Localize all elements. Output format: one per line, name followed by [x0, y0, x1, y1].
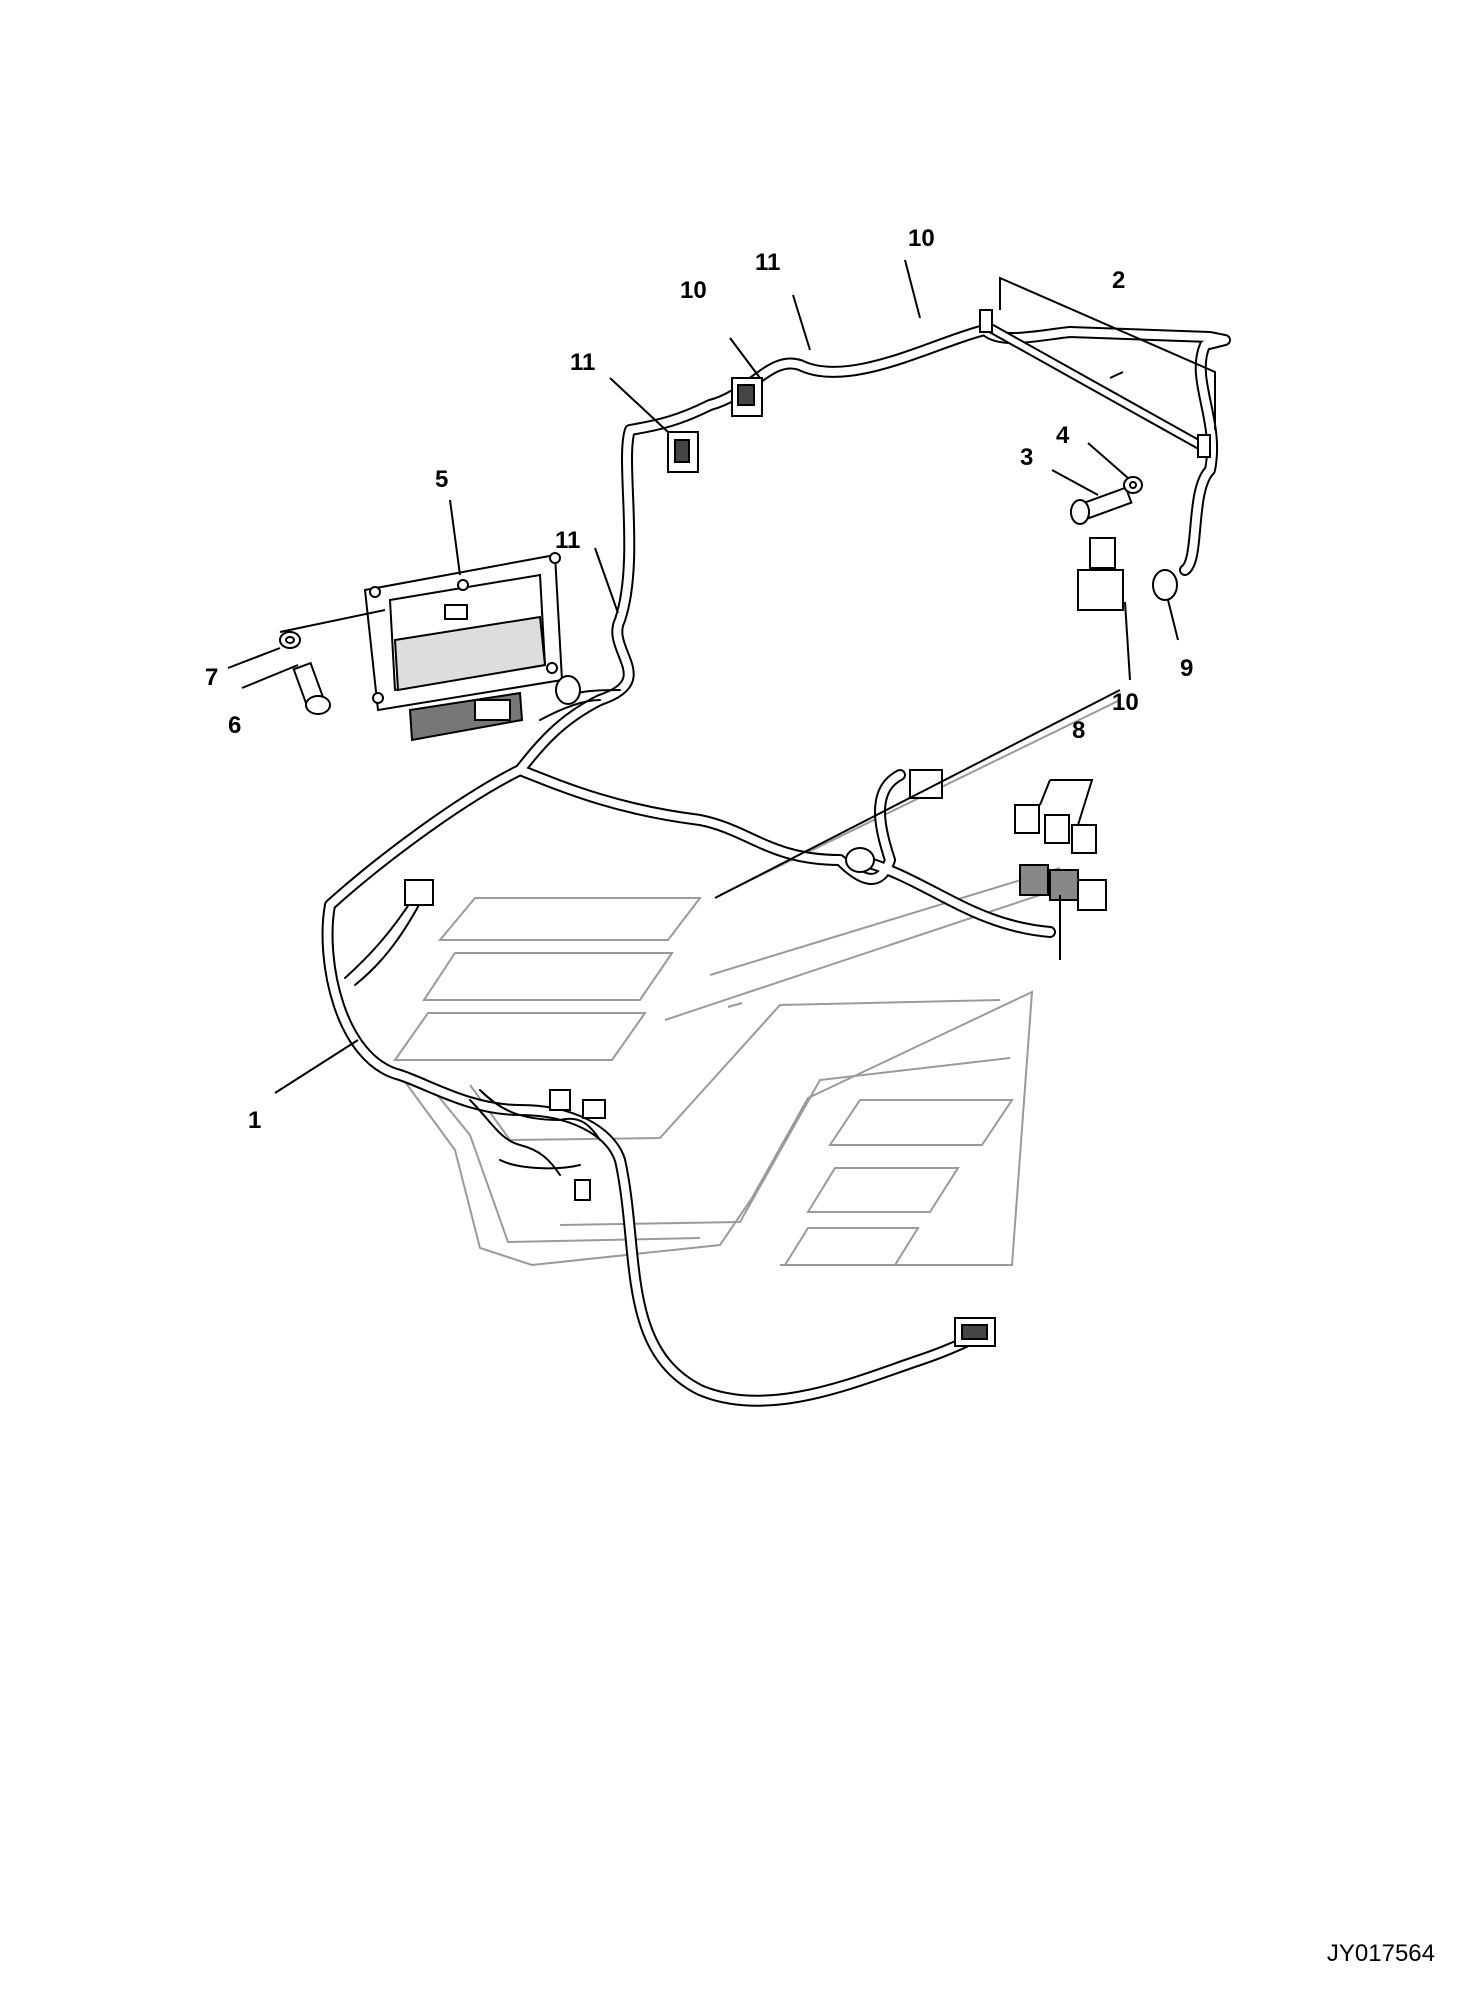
callout-4: 4	[1056, 422, 1070, 449]
washer-4	[1123, 476, 1143, 494]
callout-8: 8	[1072, 717, 1085, 744]
bolt-3	[1070, 486, 1133, 525]
callout-3: 3	[1020, 444, 1033, 471]
callout-6: 6	[228, 712, 241, 739]
callout-11-upper: 11	[570, 349, 595, 376]
callout-10-top: 10	[908, 225, 935, 252]
ecu-module	[363, 552, 564, 742]
frame-outline	[393, 699, 1121, 1267]
callout-7: 7	[205, 664, 218, 691]
callout-10-right: 10	[1112, 689, 1139, 716]
connectors	[404, 377, 1178, 1347]
callout-10-mid: 10	[680, 277, 707, 304]
callout-2: 2	[1112, 267, 1125, 294]
callout-5: 5	[435, 466, 448, 493]
figure-reference-code: JY017564	[1326, 1940, 1435, 1967]
support-rod	[979, 309, 1211, 458]
wire-harness	[321, 324, 1231, 1407]
leader-lines	[227, 259, 1216, 1094]
washer-7	[279, 631, 301, 649]
callout-9: 9	[1180, 655, 1193, 682]
callout-1: 1	[248, 1107, 261, 1134]
bolt-6	[292, 661, 331, 715]
callout-labels: 1 2 3 4 5 6 7 8 9 10 10 10 11 11 11	[205, 225, 1193, 1134]
callout-11-top: 11	[755, 249, 780, 276]
callout-11-lower: 11	[555, 527, 580, 554]
